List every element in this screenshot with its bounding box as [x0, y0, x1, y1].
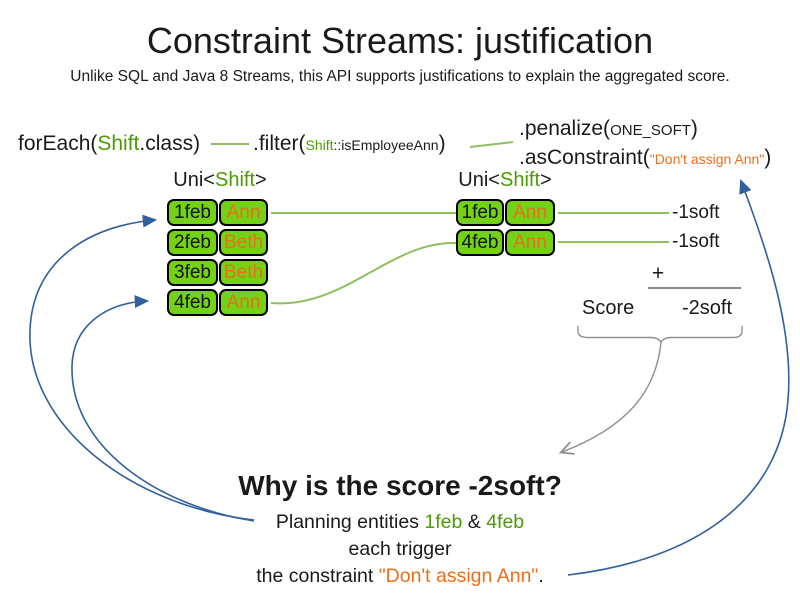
filter-arg: ::isEmployeeAnn — [333, 137, 439, 153]
sum-line — [648, 287, 741, 289]
connector-row-4feb — [270, 241, 457, 305]
date-cell: 1feb — [167, 199, 218, 226]
filter-prefix: .filter( — [253, 132, 306, 155]
page-title: Constraint Streams: justification — [146, 20, 654, 61]
code-filter: .filter(Shift::isEmployeeAnn) — [253, 132, 446, 156]
employee-cell: Ann — [219, 289, 268, 316]
left-label-post: > — [255, 169, 267, 191]
asconstraint-prefix: .asConstraint( — [519, 146, 650, 169]
right-label-class: Shift — [499, 169, 541, 191]
penalize-prefix: .penalize( — [519, 117, 611, 140]
employee-cell: Ann — [505, 199, 555, 226]
right-label-post: > — [540, 169, 552, 191]
left-stream-label: Uni<Shift> — [150, 169, 290, 192]
penalize-arg: ONE_SOFT — [610, 122, 691, 139]
date-cell: 2feb — [167, 229, 218, 256]
filter-suffix: ) — [438, 132, 446, 155]
code-penalize: .penalize(ONE_SOFT) — [519, 117, 698, 141]
foreach-suffix: .class) — [139, 132, 201, 155]
table-row: 4feb Ann — [167, 289, 268, 316]
gray-arrow-to-why — [558, 341, 662, 455]
match-score-2: -1soft — [672, 231, 720, 252]
date-cell: 4feb — [167, 289, 218, 316]
left-shift-table: 1feb Ann 2feb Beth 3feb Beth 4feb Ann — [167, 199, 268, 319]
asconstraint-arg: "Don't assign Ann" — [649, 151, 765, 167]
employee-cell: Beth — [219, 259, 268, 286]
connector-filter-penalize — [469, 141, 514, 148]
plus-sign: + — [651, 262, 665, 285]
why-line3-post: . — [538, 565, 544, 587]
left-label-class: Shift — [214, 169, 256, 191]
table-row: 1feb Ann — [167, 199, 268, 226]
why-line3-pre: the constraint — [256, 565, 379, 587]
table-row: 2feb Beth — [167, 229, 268, 256]
why-entity-1feb: 1feb — [424, 511, 463, 533]
why-line1-pre: Planning entities — [275, 511, 425, 533]
why-heading: Why is the score -2soft? — [238, 470, 562, 501]
right-shift-table: 1feb Ann 4feb Ann — [456, 199, 555, 259]
code-asconstraint: .asConstraint("Don't assign Ann") — [519, 146, 771, 170]
filter-class-token: Shift — [305, 137, 334, 153]
right-label-pre: Uni< — [458, 169, 500, 191]
foreach-class-token: Shift — [97, 132, 140, 155]
score-total: -2soft — [682, 297, 733, 319]
employee-cell: Beth — [219, 229, 268, 256]
score-brace — [577, 326, 743, 344]
why-block: Why is the score -2soft? Planning entiti… — [0, 470, 800, 590]
code-foreach: forEach(Shift.class) — [18, 132, 200, 156]
right-stream-label: Uni<Shift> — [435, 169, 575, 192]
foreach-prefix: forEach( — [18, 132, 98, 155]
subtitle: Unlike SQL and Java 8 Streams, this API … — [70, 68, 730, 85]
employee-cell: Ann — [505, 229, 555, 256]
why-line1-mid: & — [462, 511, 487, 533]
employee-cell: Ann — [219, 199, 268, 226]
score-label: Score — [582, 297, 635, 319]
date-cell: 3feb — [167, 259, 218, 286]
why-entity-4feb: 4feb — [486, 511, 525, 533]
left-label-pre: Uni< — [173, 169, 215, 191]
why-line-entities: Planning entities 1feb & 4feb — [0, 509, 800, 536]
table-row: 4feb Ann — [456, 229, 555, 256]
date-cell: 1feb — [456, 199, 504, 226]
match-score-1: -1soft — [672, 202, 720, 223]
asconstraint-suffix: ) — [764, 146, 772, 169]
table-row: 3feb Beth — [167, 259, 268, 286]
why-line-trigger: each trigger — [348, 538, 452, 560]
penalize-suffix: ) — [690, 117, 698, 140]
table-row: 1feb Ann — [456, 199, 555, 226]
why-line-constraint: the constraint "Don't assign Ann". — [0, 563, 800, 590]
date-cell: 4feb — [456, 229, 504, 256]
why-constraint-name: "Don't assign Ann" — [378, 565, 539, 587]
